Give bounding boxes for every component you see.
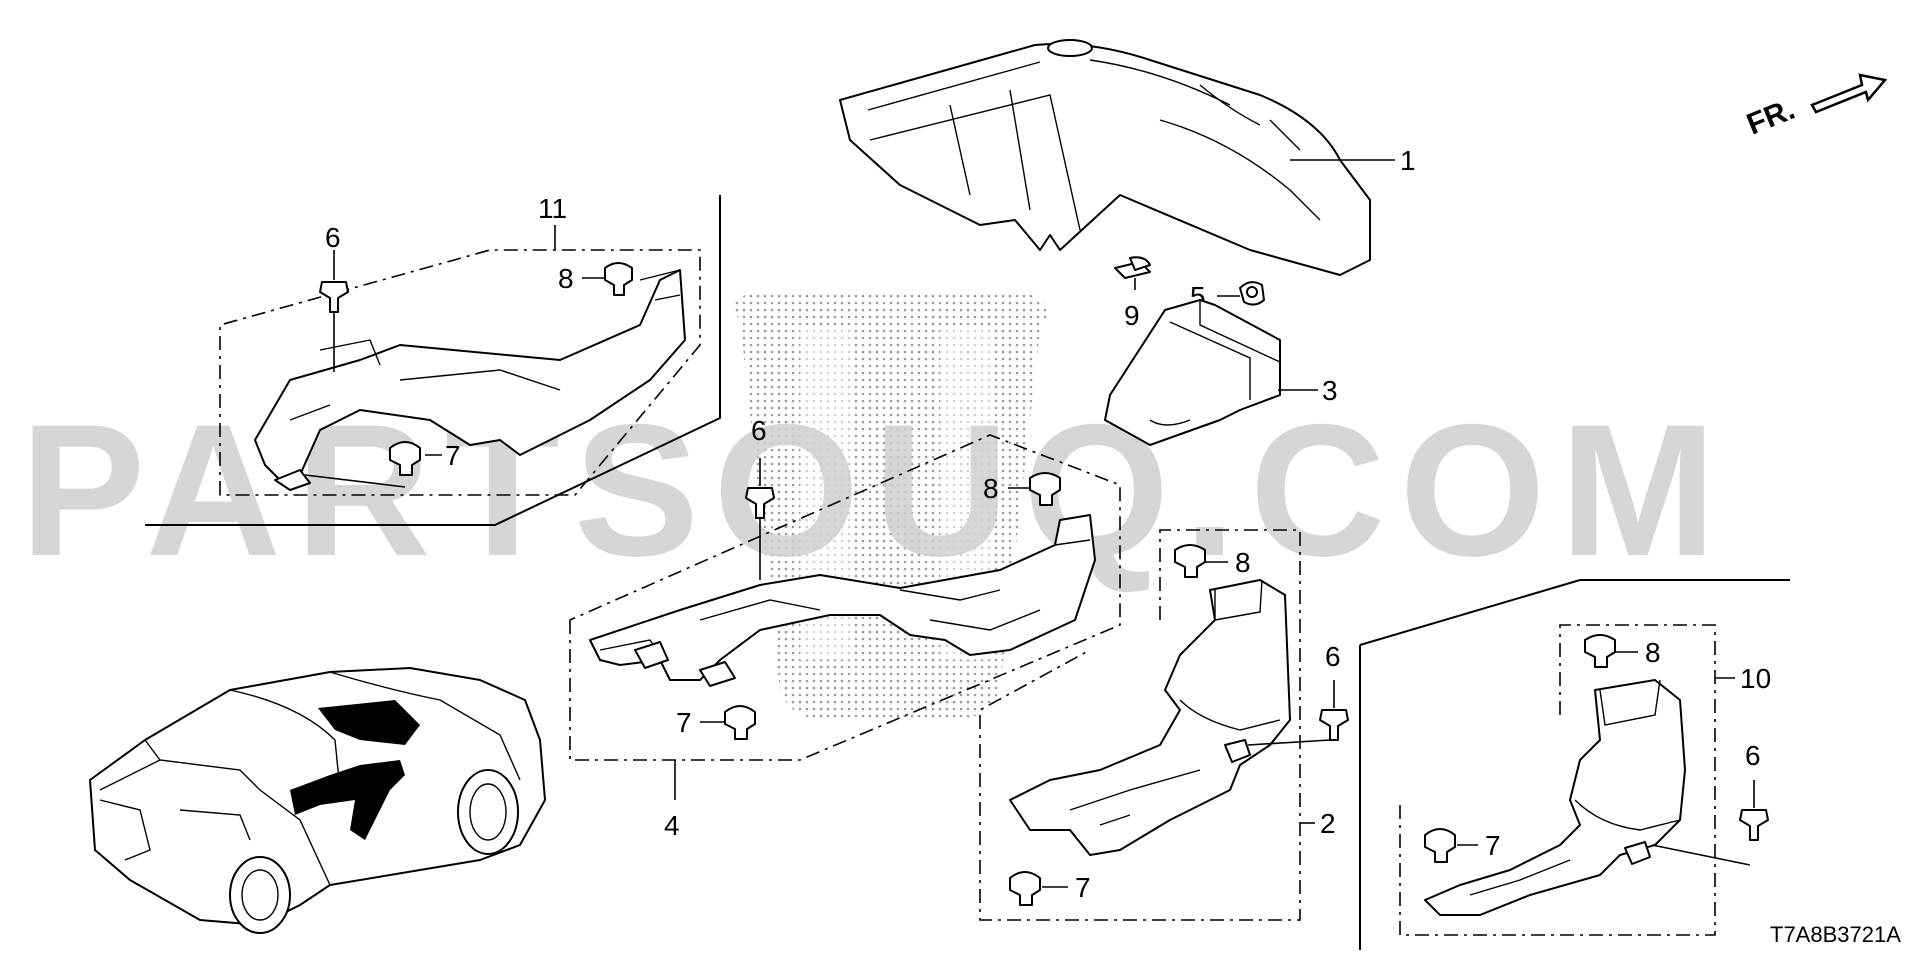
part-10-duct <box>1424 679 1686 916</box>
part-3-duct <box>1104 299 1281 446</box>
part-8d-clip <box>1584 634 1616 668</box>
callout-1: 1 <box>1400 145 1416 176</box>
callout-4: 4 <box>664 810 680 841</box>
leader-7a-link <box>304 474 406 488</box>
part-11-duct <box>254 269 686 491</box>
part-4-duct <box>589 514 1096 687</box>
front-direction-indicator: FR. <box>1742 73 1888 142</box>
callout-7a: 7 <box>445 440 461 471</box>
callout-7d: 7 <box>1485 830 1501 861</box>
callout-11: 11 <box>538 193 567 224</box>
vehicle-location-illustration <box>89 667 546 934</box>
callout-7b: 7 <box>676 707 692 738</box>
callout-8c: 8 <box>1235 547 1251 578</box>
callout-6b: 6 <box>751 415 767 446</box>
group-11-outline <box>145 195 721 526</box>
part-6b-clip <box>745 487 775 519</box>
group-10-outline <box>1359 579 1790 950</box>
leader-6c-link <box>1247 739 1331 746</box>
callout-8b: 8 <box>983 473 999 504</box>
part-6d-clip <box>1739 809 1769 841</box>
part-8b-clip <box>1029 472 1061 506</box>
part-5-clip <box>1239 281 1265 306</box>
part-2-duct <box>1009 579 1291 856</box>
diagram-code: T7A8B3721A <box>1770 922 1901 947</box>
part-6a-clip <box>319 281 349 313</box>
callout-6d: 6 <box>1745 740 1761 771</box>
callout-2: 2 <box>1320 808 1336 839</box>
callout-6a: 6 <box>325 222 341 253</box>
callout-3: 3 <box>1322 375 1338 406</box>
callout-9: 9 <box>1124 300 1140 331</box>
part-7d-clip <box>1424 828 1456 863</box>
part-7a-clip <box>389 441 421 476</box>
front-direction-label: FR. <box>1742 93 1799 142</box>
group-4-outline <box>569 434 1121 761</box>
part-1-duct <box>839 39 1371 276</box>
part-6c-clip <box>1319 709 1349 741</box>
callout-7c: 7 <box>1075 872 1091 903</box>
part-7b-clip <box>724 705 756 740</box>
leader-6d-link <box>1651 844 1751 866</box>
callout-8a: 8 <box>558 263 574 294</box>
callout-8d: 8 <box>1645 637 1661 668</box>
callout-10: 10 <box>1740 663 1771 694</box>
part-8c-clip <box>1174 544 1206 578</box>
part-8a-clip <box>604 262 633 296</box>
part-9-screw <box>1114 256 1151 279</box>
callout-6c: 6 <box>1325 641 1341 672</box>
part-7c-clip <box>1009 871 1041 906</box>
front-arrow-icon <box>1810 73 1888 114</box>
group-2-outline <box>979 529 1301 921</box>
